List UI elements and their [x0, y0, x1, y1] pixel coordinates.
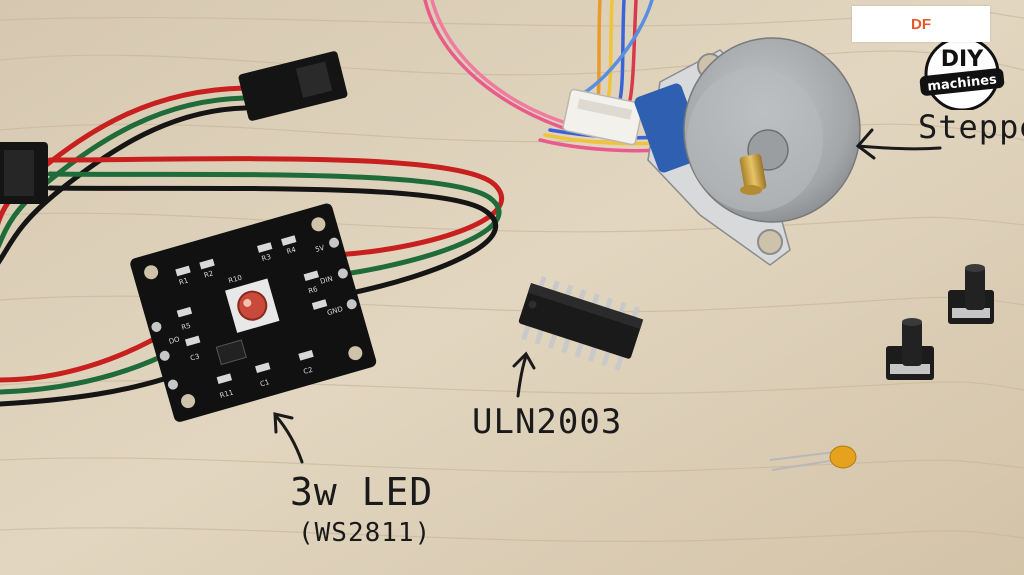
pcb-label-din: DIN — [319, 275, 333, 286]
led-connector-top — [238, 51, 348, 121]
pcb-label-r1: R1 — [178, 277, 189, 287]
wire-green-bottom — [0, 347, 178, 395]
label-uln2003: ULN2003 — [472, 402, 623, 442]
pcb-label-c2: C2 — [302, 366, 313, 376]
mount-hole-bottom — [757, 229, 783, 255]
led-pcb: R1 R2 R3 R4 R5 R6 R10 R11 C1 C2 C3 5V DI… — [130, 203, 377, 422]
led-emitter — [237, 290, 268, 321]
arrow-stepper — [855, 128, 942, 160]
pcb-label-r11: R11 — [219, 388, 234, 399]
jst-connector — [562, 88, 644, 146]
arrow-led — [273, 412, 304, 464]
arrow-uln — [512, 351, 536, 398]
label-led: 3w LED — [290, 470, 434, 514]
uln2003-chip — [518, 276, 644, 371]
pcb-label-r2: R2 — [203, 269, 214, 279]
wire-red-loop — [47, 156, 505, 258]
ceramic-capacitor — [769, 445, 857, 471]
led-connector-left — [0, 142, 48, 204]
pcb-label-vcc: 5V — [314, 244, 325, 254]
pcb-label-r10: R10 — [228, 274, 243, 285]
wire-black-top — [0, 105, 248, 265]
pcb-label-r3: R3 — [261, 253, 272, 263]
stepper-ribbon-wires — [423, 0, 662, 153]
pcb-label-r6: R6 — [307, 285, 319, 295]
motor-shaft — [739, 153, 767, 193]
pcb-label-dout: DO — [168, 335, 181, 346]
tactile-button-back — [948, 264, 994, 324]
label-stepper: Stepper — [918, 108, 1024, 146]
watermark-text: DF — [911, 15, 931, 33]
watermark-badge: DF — [852, 6, 990, 42]
logo-top-text: DIY — [941, 47, 984, 72]
diy-machines-logo: DIY machines — [919, 36, 1005, 110]
wire-red-bottom — [0, 327, 173, 383]
ws2811-chip — [215, 339, 247, 366]
wire-black-loop — [47, 185, 499, 298]
tactile-button-front — [886, 318, 934, 380]
stepper-motor — [634, 37, 861, 266]
pcb-label-c3: C3 — [189, 352, 200, 362]
pcb-label-r5: R5 — [181, 322, 192, 332]
label-led-model: (WS2811) — [298, 518, 432, 548]
wire-green-loop — [47, 171, 502, 278]
logo-band-text: machines — [927, 72, 998, 94]
pcb-label-r4: R4 — [286, 246, 298, 256]
pcb-label-c1: C1 — [259, 378, 270, 388]
led-wires — [0, 85, 505, 407]
chip-body — [518, 283, 643, 359]
